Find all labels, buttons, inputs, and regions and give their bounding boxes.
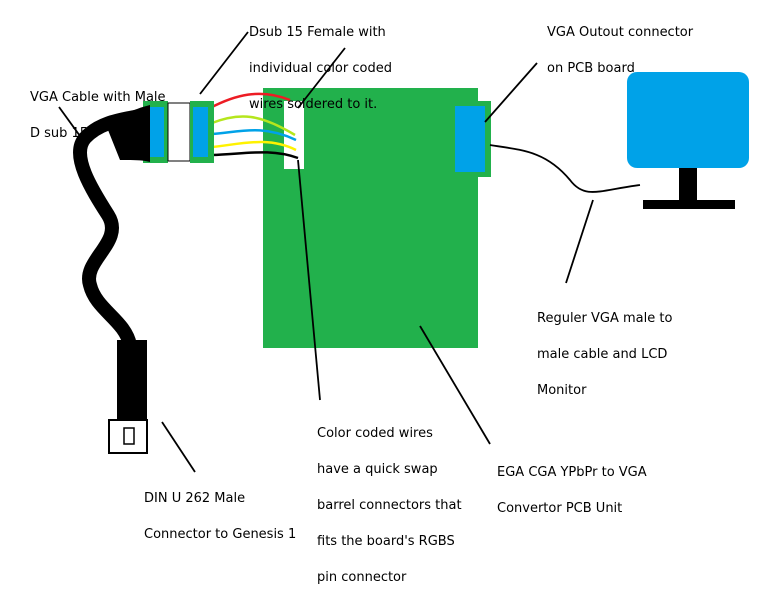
label-dsub-female-line2: individual color coded	[249, 61, 392, 76]
callout-din	[161, 421, 196, 473]
label-vga-outout: VGA Outout connector on PCB board	[547, 6, 693, 96]
monitor-screen	[627, 72, 749, 168]
label-din: DIN U 262 Male Connector to Genesis 1	[144, 472, 296, 562]
wire-blue	[211, 129, 297, 142]
label-vga-outout-line2: on PCB board	[547, 61, 635, 76]
label-din-line1: DIN U 262 Male	[144, 491, 246, 506]
label-dsub-female-line3: wires soldered to it.	[249, 97, 378, 112]
label-pcb-unit-line1: EGA CGA YPbPr to VGA	[497, 465, 647, 480]
wire-black	[211, 151, 299, 160]
label-vga-outout-line1: VGA Outout connector	[547, 25, 694, 40]
diagram-canvas	[58, 31, 749, 473]
vga-cable-flare	[108, 105, 150, 162]
dsub-female-blue	[193, 107, 208, 157]
pcb-vga-connector	[455, 106, 485, 172]
callout-wires-solder	[297, 47, 346, 109]
monitor-base	[643, 200, 735, 209]
label-vga-cable-line1: VGA Cable with Male	[30, 90, 166, 105]
callout-vga-outout	[484, 62, 538, 123]
dsub-gap	[167, 102, 191, 162]
wire-yellowgreen	[211, 115, 296, 137]
dsub-male-blue	[149, 107, 164, 157]
wire-yellow	[211, 140, 297, 152]
din-connector-tip	[108, 419, 148, 454]
label-vga-cable-line2: D sub 15	[30, 126, 89, 141]
vga-cable-body	[73, 108, 147, 347]
label-reguler-vga-line3: Monitor	[537, 383, 587, 398]
label-pcb-unit-line2: Convertor PCB Unit	[497, 501, 623, 516]
label-color-wires-line3: barrel connectors that	[317, 498, 462, 513]
callout-pcb-unit	[419, 325, 491, 445]
label-dsub-female-line1: Dsub 15 Female with	[249, 25, 386, 40]
label-color-wires-line1: Color coded wires	[317, 426, 433, 441]
label-reguler-vga: Reguler VGA male to male cable and LCD M…	[537, 292, 672, 418]
label-vga-cable: VGA Cable with Male D sub 15	[30, 71, 166, 161]
din-connector-body	[117, 340, 147, 420]
callout-vga-cable	[58, 106, 81, 137]
label-color-wires: Color coded wires have a quick swap barr…	[317, 407, 462, 605]
monitor-cable	[489, 144, 641, 193]
callout-dsub-female	[199, 31, 249, 95]
label-din-line2: Connector to Genesis 1	[144, 527, 297, 542]
wire-red	[209, 92, 291, 110]
label-reguler-vga-line1: Reguler VGA male to	[537, 311, 673, 326]
label-pcb-unit: EGA CGA YPbPr to VGA Convertor PCB Unit	[497, 446, 647, 536]
monitor-neck	[679, 168, 697, 202]
label-color-wires-line2: have a quick swap	[317, 462, 438, 477]
label-color-wires-line4: fits the board's RGBS	[317, 534, 455, 549]
label-color-wires-line5: pin connector	[317, 570, 407, 585]
callout-color-wires	[297, 159, 321, 401]
callout-reguler-vga	[565, 199, 594, 284]
label-reguler-vga-line2: male cable and LCD	[537, 347, 668, 362]
din-connector-pin	[123, 427, 135, 445]
label-dsub-female: Dsub 15 Female with individual color cod…	[249, 6, 392, 132]
